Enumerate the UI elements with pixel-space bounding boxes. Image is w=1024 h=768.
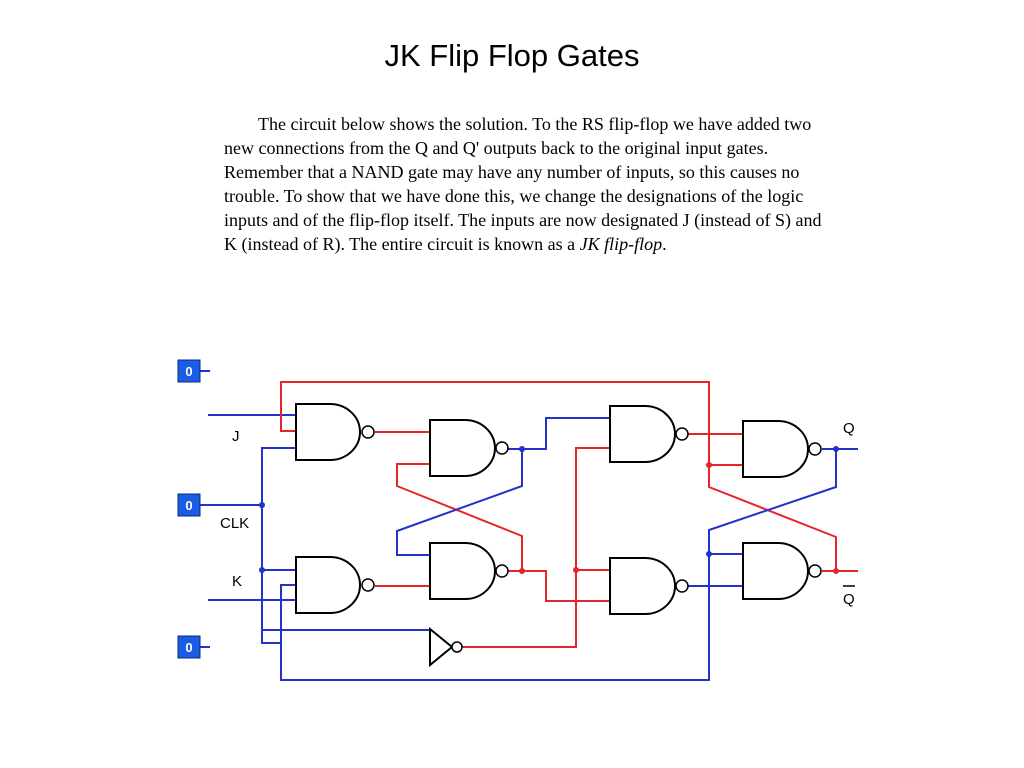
nand-gate-slave-in-bottom bbox=[609, 557, 689, 615]
label-k: K bbox=[232, 573, 242, 590]
wire-g3-out bbox=[522, 417, 610, 450]
label-q: Q bbox=[843, 420, 855, 437]
nand-gate-slave-bottom bbox=[742, 542, 822, 600]
wire-inverter-out bbox=[462, 447, 610, 648]
wire-g4-out bbox=[522, 570, 610, 602]
jk-flip-flop-term: JK flip-flop bbox=[579, 234, 663, 254]
nand-gate-k bbox=[295, 556, 375, 614]
input-toggle-clk-value: 0 bbox=[185, 498, 192, 513]
nand-gate-slave-top bbox=[742, 420, 822, 478]
junction-clk-k bbox=[259, 567, 265, 573]
nand-gate-slave-in-top bbox=[609, 405, 689, 463]
input-toggle-clk[interactable]: 0 bbox=[177, 493, 201, 517]
input-toggle-k[interactable]: 0 bbox=[177, 635, 201, 659]
nand-gate-j bbox=[295, 403, 375, 461]
description-text: The circuit below shows the solution. To… bbox=[224, 114, 822, 254]
nand-gate-master-bottom bbox=[429, 542, 509, 600]
input-toggle-j[interactable]: 0 bbox=[177, 359, 201, 383]
label-j: J bbox=[232, 428, 240, 445]
description-end: . bbox=[662, 234, 667, 254]
junction-clk bbox=[259, 502, 265, 508]
wire-clk bbox=[200, 447, 296, 644]
inverter-gate bbox=[429, 626, 463, 668]
label-clk: CLK bbox=[220, 515, 249, 532]
wire-q-feedback bbox=[280, 381, 710, 465]
input-toggle-k-value: 0 bbox=[185, 640, 192, 655]
wire-qbar-feedback bbox=[280, 554, 710, 681]
label-q-bar: Q bbox=[843, 591, 855, 608]
description-paragraph: The circuit below shows the solution. To… bbox=[224, 112, 824, 256]
page-title: JK Flip Flop Gates bbox=[384, 38, 640, 73]
nand-gate-master-top bbox=[429, 419, 509, 477]
input-toggle-j-value: 0 bbox=[185, 364, 192, 379]
